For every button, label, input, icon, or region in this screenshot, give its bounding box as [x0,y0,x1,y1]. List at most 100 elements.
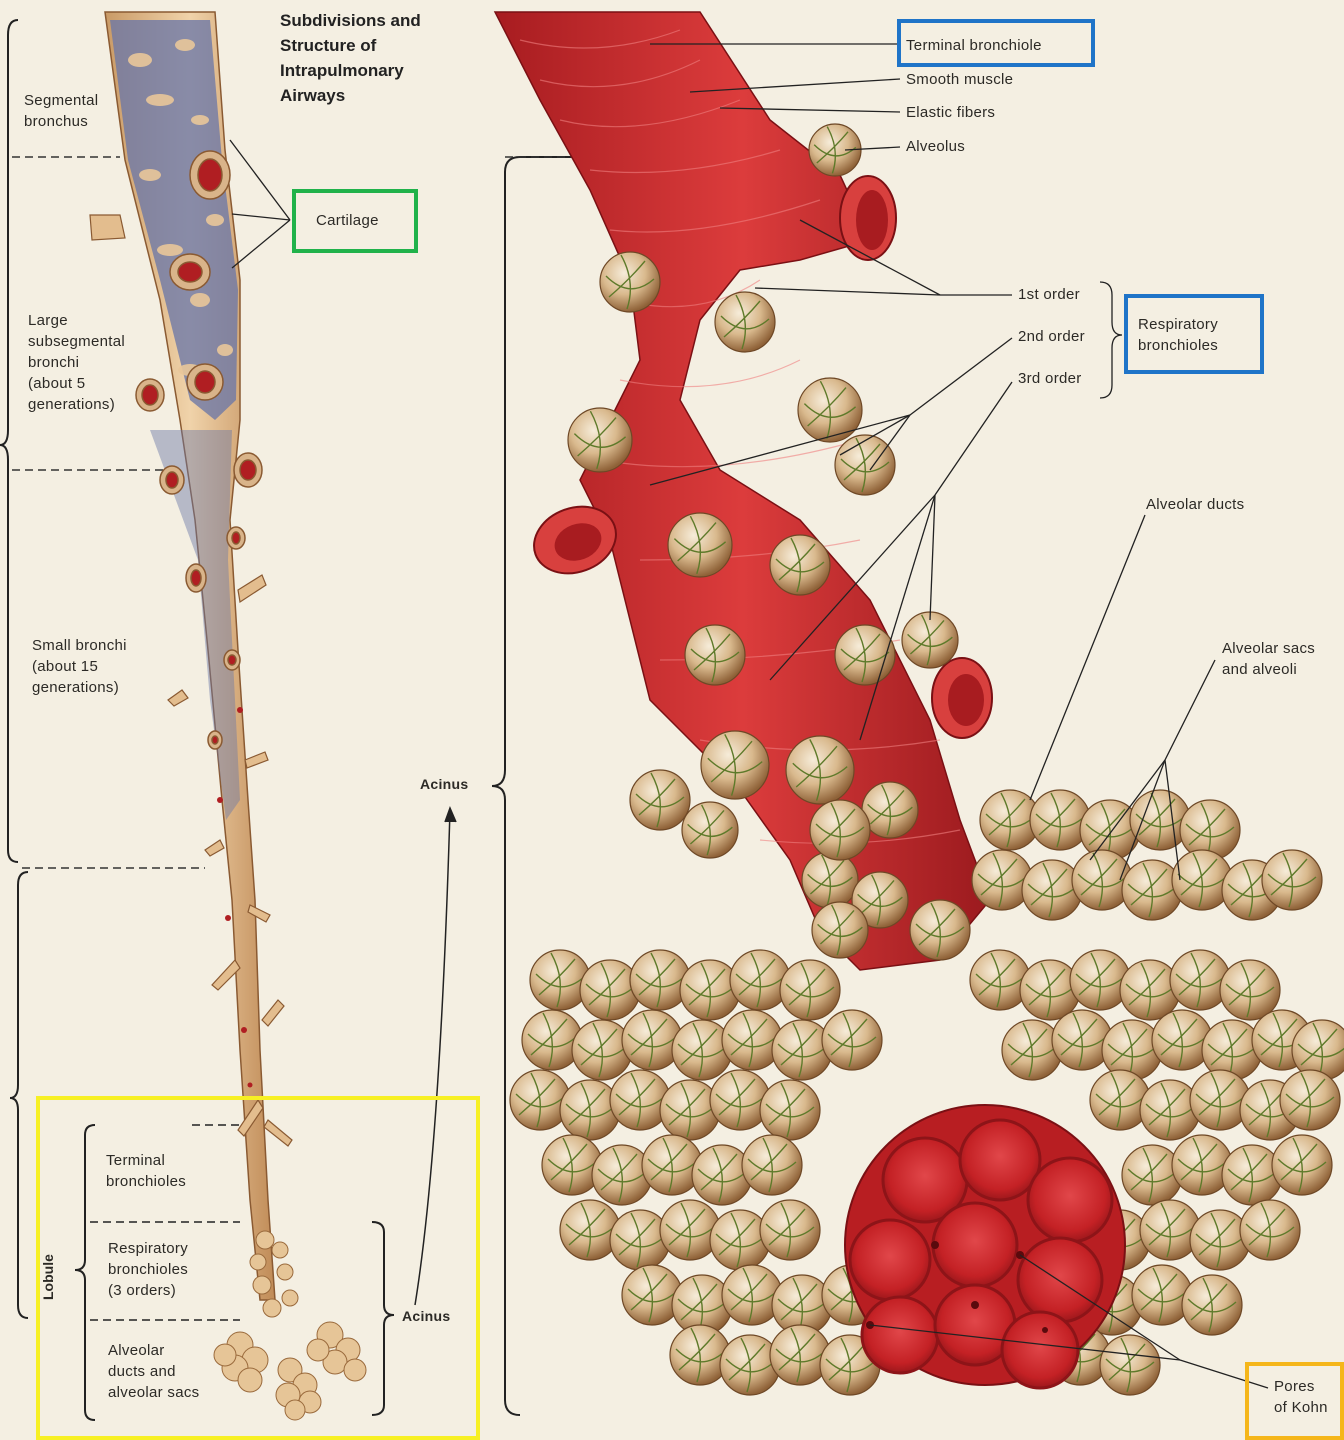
alveolus-sphere [630,950,690,1010]
alveolus-sphere [780,960,840,1020]
label-terminal-bronchiole: Terminal bronchiole [906,35,1042,56]
figure-title: Subdivisions and Structure of Intrapulmo… [280,8,421,108]
alveolus-sphere [560,1200,620,1260]
label-cartilage: Cartilage [316,210,379,231]
alveolus-sphere [1140,1200,1200,1260]
alveolus-sphere [1090,1070,1150,1130]
alveolus-sphere [910,900,970,960]
alveolus-sphere [660,1200,720,1260]
alveolus-sphere [668,513,732,577]
alveolus-sphere [730,950,790,1010]
alveolus-sphere [722,1265,782,1325]
alveolus-sphere [710,1210,770,1270]
alveolus-sphere [1052,1010,1112,1070]
label-alveolus: Alveolus [906,136,965,157]
alveolus-sphere [715,292,775,352]
alveolus-sphere [1140,1080,1200,1140]
alveolus-sphere [1130,790,1190,850]
alveolus-sphere [810,800,870,860]
alveolus-sphere [1120,960,1180,1020]
alveolus-sphere [802,852,858,908]
alveolus-sphere [710,1070,770,1130]
label-small-bronchi: Small bronchi (about 15 generations) [32,635,127,698]
alveolus-sphere [622,1010,682,1070]
alveolus-sphere [1190,1210,1250,1270]
alveolus-sphere [680,960,740,1020]
alveolus-sphere [1240,1200,1300,1260]
alveolus-sphere [1280,1070,1340,1130]
alveolus-sphere [610,1070,670,1130]
alveolus-sphere [670,1325,730,1385]
alveolus-sphere [600,252,660,312]
alveolus-sphere [622,1265,682,1325]
alveolus-sphere [835,435,895,495]
alveolus-sphere [760,1080,820,1140]
alveolus-sphere [660,1080,720,1140]
alveolus-sphere [1272,1135,1332,1195]
alveolus-sphere [772,1020,832,1080]
alveolus-sphere [592,1145,652,1205]
alveolus-sphere [510,1070,570,1130]
alveolus-sphere [1122,860,1182,920]
alveolus-sphere [1122,1145,1182,1205]
alveolus-sphere [1152,1010,1212,1070]
alveolus-sphere [1002,1020,1062,1080]
lobule-highlight-box [36,1096,480,1440]
alveolus-sphere [1182,1275,1242,1335]
label-alveolar-ducts-sacs: Alveolar ducts and alveolar sacs [108,1340,199,1403]
alveolus-sphere [1030,790,1090,850]
label-pores-of-kohn: Pores of Kohn [1274,1376,1328,1418]
alveolus-sphere [630,770,690,830]
alveolus-sphere [1262,850,1322,910]
label-acinus-small: Acinus [402,1306,450,1327]
label-elastic-fibers: Elastic fibers [906,102,995,123]
alveolus-sphere [1172,1135,1232,1195]
alveolus-sphere [580,960,640,1020]
alveolus-sphere [1132,1265,1192,1325]
alveolus-sphere [972,850,1032,910]
alveolus-sphere [642,1135,702,1195]
label-respiratory-bronchioles: Respiratory bronchioles [1138,314,1218,356]
alveolus-sphere [722,1010,782,1070]
alveolus-sphere [1190,1070,1250,1130]
alveolus-sphere [1172,850,1232,910]
alveolus-sphere [1170,950,1230,1010]
alveolus-sphere [572,1020,632,1080]
alveolus-sphere [798,378,862,442]
alveolus-sphere [542,1135,602,1195]
alveolus-sphere [742,1135,802,1195]
label-1st-order: 1st order [1018,284,1080,305]
cartilage-leaders [230,140,290,268]
alveolus-sphere [720,1335,780,1395]
alveolus-sphere [1020,960,1080,1020]
alveolus-sphere [1220,960,1280,1020]
alveolus-sphere [568,408,632,472]
label-2nd-order: 2nd order [1018,326,1085,347]
alveolus-sphere [786,736,854,804]
alveolus-sphere [1022,860,1082,920]
alveolus-sphere [1100,1335,1160,1395]
alveolar-sac-cutaway [845,1105,1125,1388]
alveolus-sphere [672,1020,732,1080]
alveolus-sphere [685,625,745,685]
alveolus-sphere [522,1010,582,1070]
alveolus-sphere [822,1010,882,1070]
alveolus-sphere [530,950,590,1010]
alveolus-sphere [1072,850,1132,910]
alveolus-sphere [812,902,868,958]
alveolus-sphere [701,731,769,799]
label-3rd-order: 3rd order [1018,368,1082,389]
label-terminal-bronchioles: Terminal bronchioles [106,1150,186,1192]
alveolus-sphere [1222,1145,1282,1205]
alveolus-sphere [692,1145,752,1205]
label-large-subsegmental-bronchi: Large subsegmental bronchi (about 5 gene… [28,310,125,415]
label-segmental-bronchus: Segmental bronchus [24,90,98,132]
alveolus-sphere [682,802,738,858]
label-alveolar-sacs-alveoli: Alveolar sacs and alveoli [1222,638,1315,680]
label-acinus: Acinus [420,774,468,795]
alveolus-sphere [1070,950,1130,1010]
label-alveolar-ducts: Alveolar ducts [1146,494,1244,515]
label-respiratory-bronchioles-3-orders: Respiratory bronchioles (3 orders) [108,1238,188,1301]
alveolus-sphere [560,1080,620,1140]
alveolus-sphere [770,1325,830,1385]
